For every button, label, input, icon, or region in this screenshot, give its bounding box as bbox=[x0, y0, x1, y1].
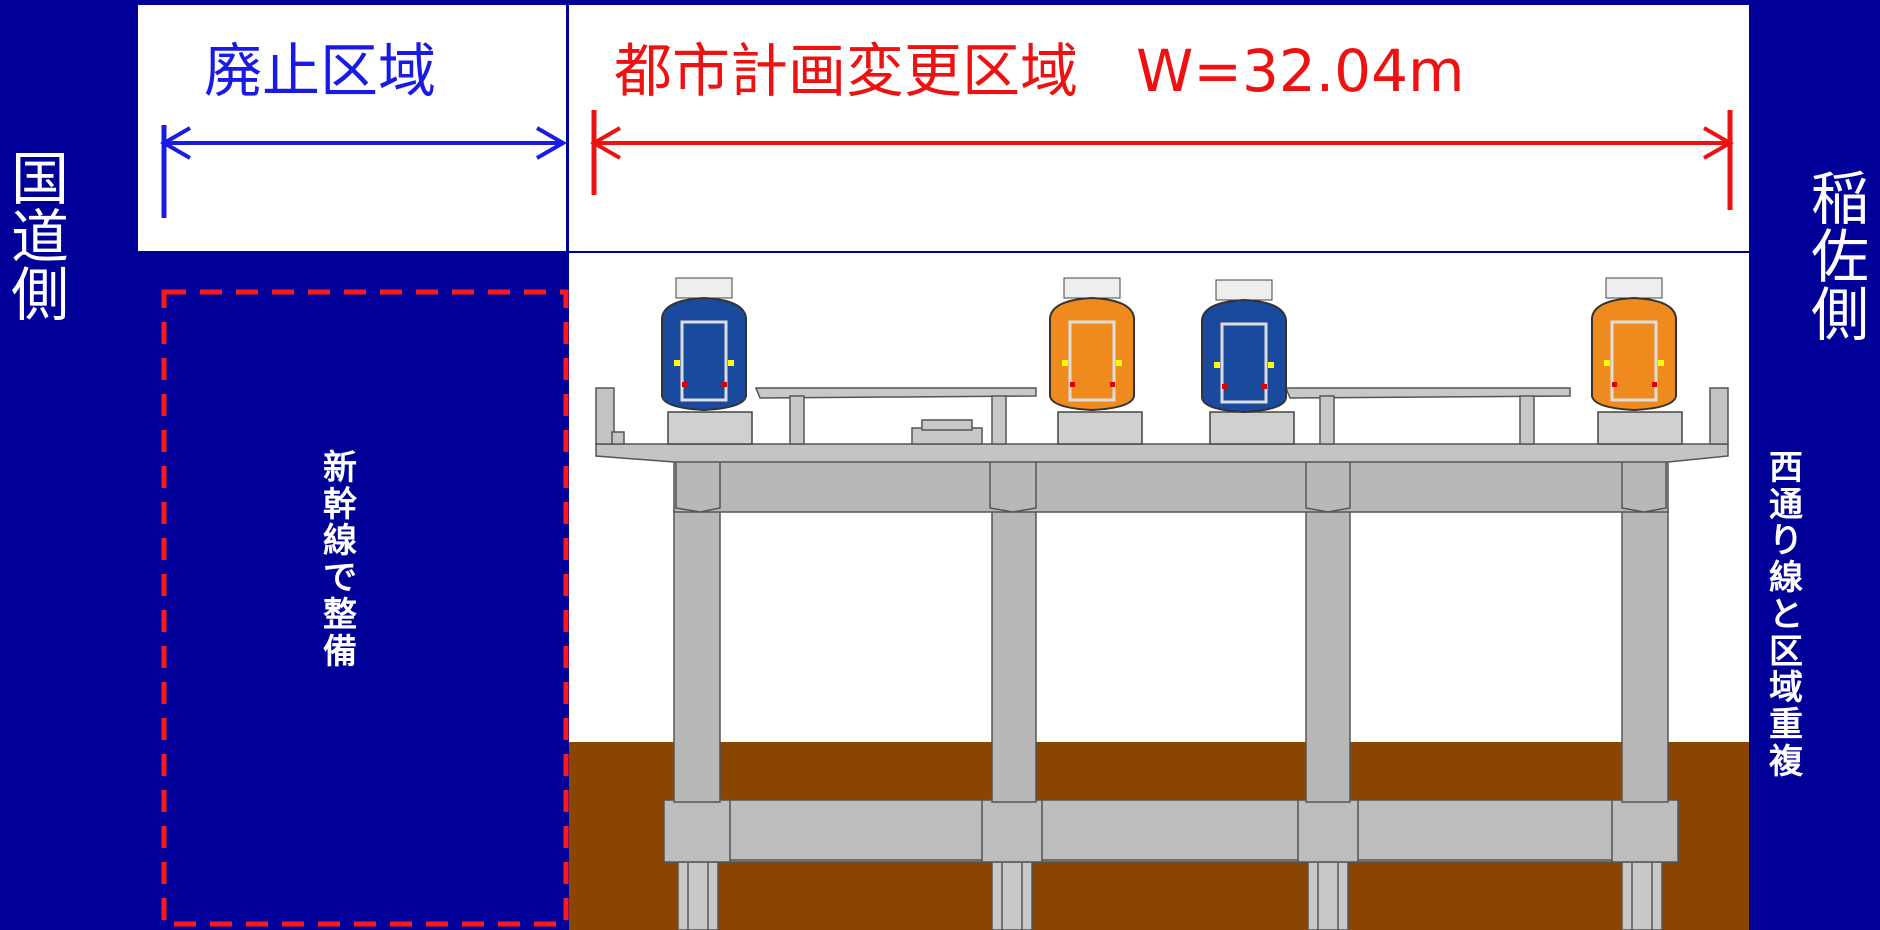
left-side-label: 国道側 bbox=[10, 145, 69, 329]
shinkansen-note: 新幹線で整備 bbox=[323, 448, 357, 672]
orange-train-icon bbox=[1049, 277, 1135, 412]
changed-zone-title: 都市計画変更区域 W=32.04m bbox=[614, 37, 1465, 105]
shinkansen-area-outline bbox=[161, 289, 569, 927]
orange-train-icon bbox=[1591, 277, 1677, 412]
cross-beam bbox=[673, 459, 1669, 513]
piles bbox=[677, 859, 1663, 930]
blue-train-icon bbox=[1201, 279, 1287, 414]
footing-beam bbox=[663, 799, 1679, 863]
columns bbox=[673, 507, 1669, 803]
blue-train-icon bbox=[661, 277, 747, 412]
bogies bbox=[667, 411, 1683, 445]
platforms bbox=[754, 387, 1571, 445]
changed-width-arrow bbox=[589, 110, 1735, 210]
abolished-width-arrow bbox=[159, 125, 568, 218]
abolished-zone-title: 廃止区域 bbox=[204, 37, 437, 105]
abolished-zone-box bbox=[138, 5, 566, 251]
right-side-label: 稲佐側 bbox=[1810, 165, 1869, 349]
nishidori-note: 西通り線と区域重複 bbox=[1769, 448, 1803, 782]
changed-zone-box bbox=[569, 5, 1749, 251]
deck-slab bbox=[595, 387, 1729, 463]
